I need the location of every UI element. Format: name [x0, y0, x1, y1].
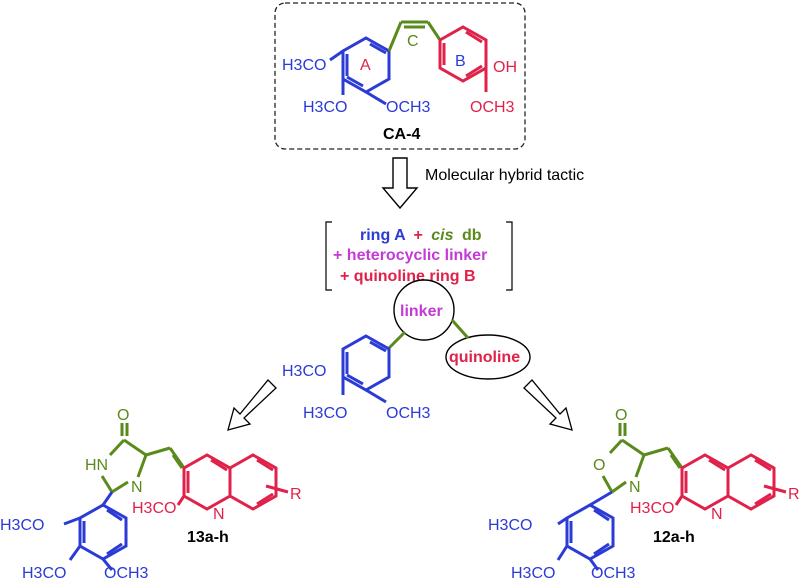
- middle-och3: OCH3: [386, 405, 431, 422]
- left-compound-label: 13a-h: [187, 529, 229, 546]
- ring-b-label: B: [455, 53, 466, 70]
- middle-h3co-1: H3CO: [282, 363, 326, 380]
- ring-b-benzene: [438, 25, 488, 92]
- right-quinoline-rings: [674, 453, 787, 511]
- left-hn: HN: [85, 457, 108, 474]
- ca4-och3-a: OCH3: [386, 99, 431, 116]
- left-diagonal-arrow: [227, 379, 277, 431]
- left-bracket: [325, 221, 332, 291]
- ca4-och3-b: OCH3: [470, 99, 515, 116]
- ring-a-text: ring A: [360, 227, 406, 244]
- right-oxazolone-ring: [601, 423, 684, 494]
- linker-label: linker: [400, 303, 443, 320]
- left-carbonyl-o: O: [117, 407, 129, 424]
- ca4-h3co-2: H3CO: [303, 99, 347, 116]
- right-compound-label: 12a-h: [653, 529, 695, 546]
- left-trimethoxyphenyl: [63, 491, 128, 571]
- ca4-dashed-box: [274, 2, 526, 150]
- middle-connectors: [387, 319, 470, 350]
- ca4-compound-label: CA-4: [383, 126, 420, 143]
- right-quinoline-h3co: H3CO: [630, 500, 674, 517]
- right-diagonal-arrow: [523, 379, 573, 431]
- linker-circle: [393, 279, 455, 341]
- right-r-group: R: [788, 486, 800, 503]
- ca4-h3co-1: H3CO: [282, 57, 326, 74]
- ring-a-label: A: [360, 57, 371, 74]
- hybrid-down-arrow: [381, 157, 419, 210]
- left-h3co-1: H3CO: [0, 517, 44, 534]
- right-quinoline-n: N: [711, 506, 723, 523]
- middle-h3co-2: H3CO: [303, 405, 347, 422]
- quinoline-label: quinoline: [449, 349, 520, 366]
- right-carbonyl-o: O: [615, 407, 627, 424]
- quinoline-ellipse: [445, 334, 531, 380]
- bridge-c-label: C: [407, 33, 419, 50]
- left-imidazolone-ring: [100, 423, 186, 494]
- strategy-line-1: ring A + cis db: [360, 227, 482, 244]
- right-ring-n: N: [629, 479, 641, 496]
- strategy-line-2: + heterocyclic linker: [333, 247, 487, 264]
- arrow-label: Molecular hybrid tactic: [425, 167, 584, 184]
- left-quinoline-rings: [176, 453, 289, 511]
- right-h3co-1: H3CO: [488, 517, 532, 534]
- right-bracket: [506, 221, 513, 291]
- plus-text: +: [413, 227, 422, 244]
- left-r-group: R: [290, 486, 302, 503]
- db-text: db: [462, 227, 482, 244]
- right-och3: OCH3: [591, 565, 636, 582]
- right-ring-o: O: [593, 457, 605, 474]
- right-h3co-2: H3CO: [511, 565, 555, 582]
- left-quinoline-n: N: [213, 506, 225, 523]
- ca4-oh: OH: [493, 59, 517, 76]
- left-quinoline-h3co: H3CO: [132, 500, 176, 517]
- strategy-line-3: + quinoline ring B: [340, 268, 476, 285]
- right-trimethoxyphenyl: [556, 490, 615, 571]
- cis-text: cis: [431, 227, 453, 244]
- middle-benzene: [341, 334, 391, 404]
- left-h3co-2: H3CO: [22, 565, 66, 582]
- left-ring-n: N: [131, 479, 143, 496]
- bridge-c-cis-double-bond: [387, 20, 442, 52]
- left-och3: OCH3: [104, 565, 149, 582]
